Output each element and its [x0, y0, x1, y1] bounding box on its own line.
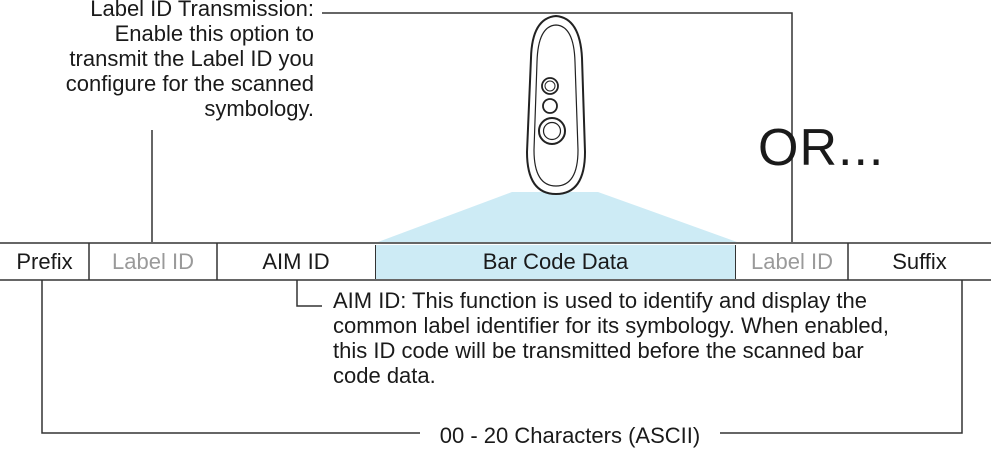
aim-id-connector [296, 280, 322, 307]
field-prefix: Prefix [16, 249, 73, 274]
or-label: OR... [758, 119, 885, 177]
field-suffix: Suffix [892, 249, 947, 274]
label-id-transmission-callout: Label ID Transmission: Enable this optio… [65, 0, 314, 121]
label-id-connector [151, 12, 793, 242]
field-label-id-trailing: Label ID [751, 249, 833, 274]
field-label-id-leading: Label ID [112, 249, 194, 274]
scanner-icon [525, 14, 587, 196]
aim-id-callout: AIM ID: This function is used to identif… [333, 288, 889, 388]
character-range-bracket [41, 280, 963, 434]
character-range-label: 00 - 20 Characters (ASCII) [430, 423, 710, 448]
scan-beam [378, 192, 737, 242]
field-dividers [88, 243, 849, 280]
field-bar-code-data: Bar Code Data [375, 245, 736, 279]
field-aim-id: AIM ID [262, 249, 330, 274]
